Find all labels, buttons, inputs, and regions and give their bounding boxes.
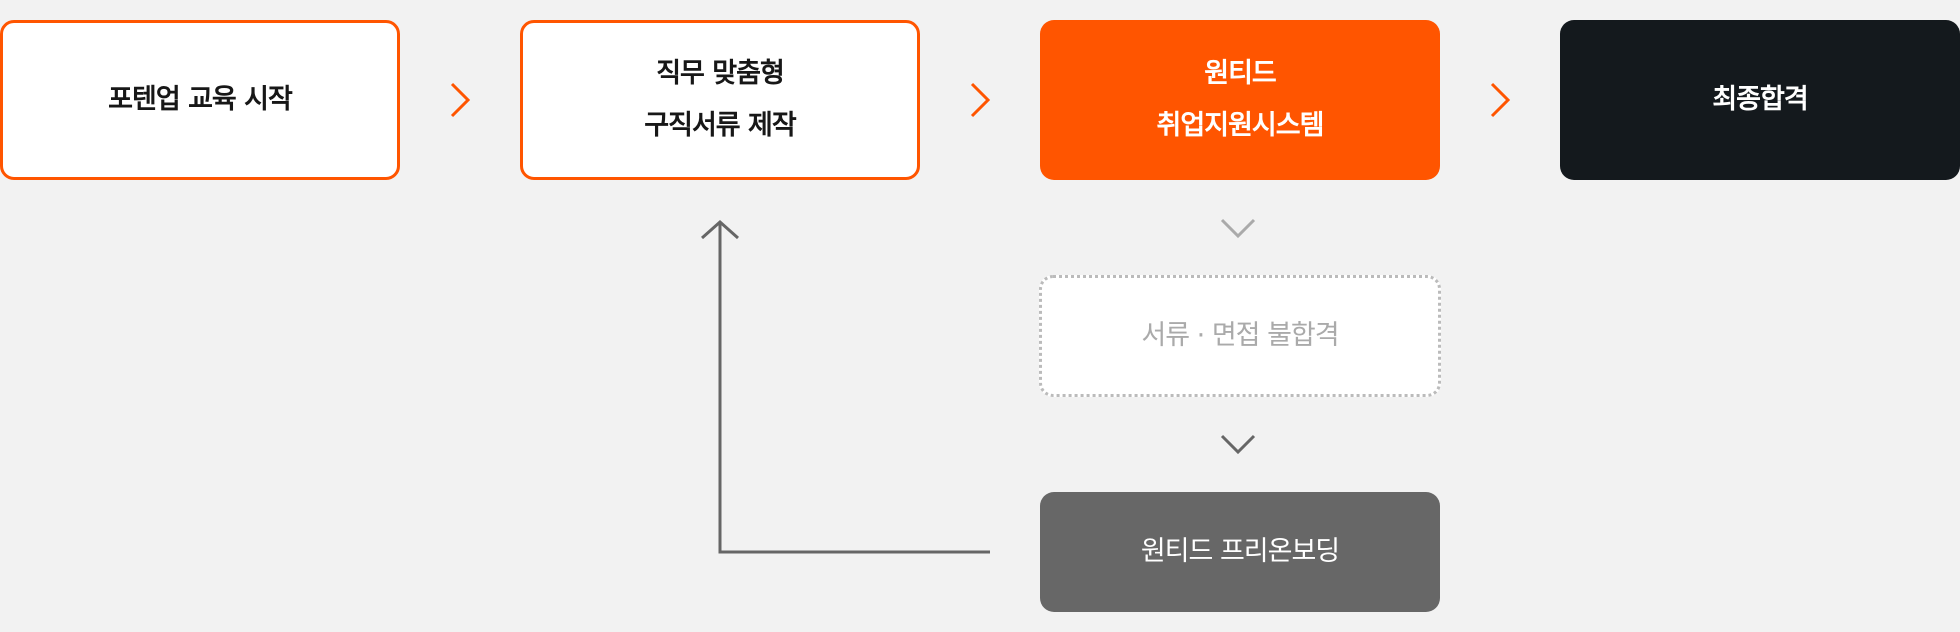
step-wanted-system: 원티드 취업지원시스템	[1040, 20, 1440, 180]
step-label: 원티드	[1204, 58, 1277, 89]
chevron-down-icon	[1220, 434, 1256, 455]
step-label: 원티드 프리온보딩	[1140, 536, 1340, 567]
step-preonboarding: 원티드 프리온보딩	[1040, 492, 1440, 612]
step-label: 서류 · 면접 불합격	[1141, 320, 1339, 351]
step-label: 구직서류 제작	[644, 110, 796, 141]
step-label: 포텐업 교육 시작	[108, 84, 293, 115]
step-potenup-start: 포텐업 교육 시작	[0, 20, 400, 180]
chevron-down-icon	[1220, 218, 1256, 239]
arrow-up-icon	[701, 219, 739, 240]
chevron-right-icon	[450, 82, 471, 118]
step-resume: 직무 맞춤형 구직서류 제작	[520, 20, 920, 180]
step-label: 최종합격	[1712, 84, 1808, 115]
chevron-right-icon	[970, 82, 991, 118]
loop-back-arrow	[718, 224, 990, 554]
step-label: 직무 맞춤형	[656, 58, 785, 89]
step-fail: 서류 · 면접 불합격	[1039, 275, 1441, 397]
chevron-right-icon	[1490, 82, 1511, 118]
step-final-pass: 최종합격	[1560, 20, 1960, 180]
step-label: 취업지원시스템	[1156, 110, 1325, 141]
